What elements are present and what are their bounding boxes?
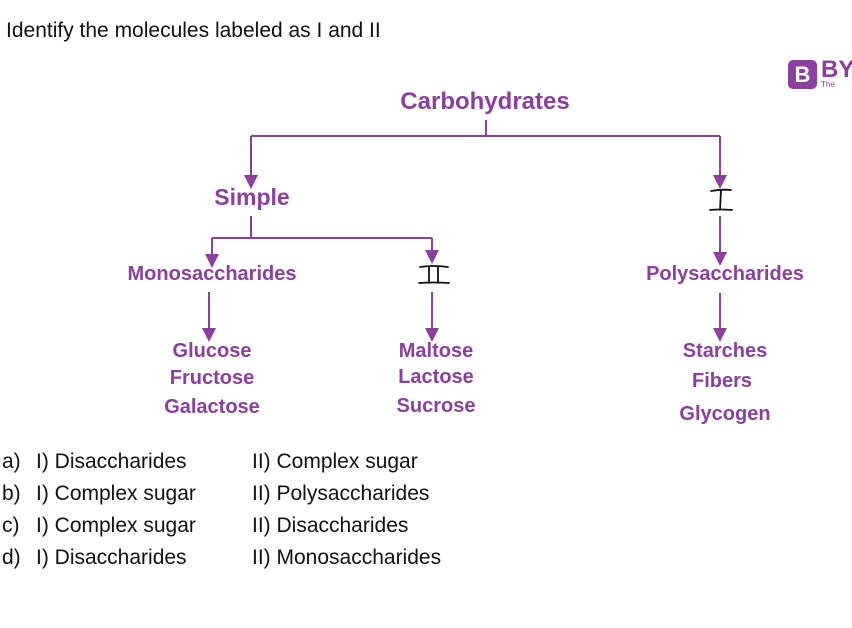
node-carbohydrates: Carbohydrates	[400, 88, 570, 115]
di-example: Maltose	[398, 340, 474, 362]
option-answer-two: II) Monosaccharides	[252, 546, 442, 569]
option-answer-two: II) Complex sugar	[252, 450, 418, 473]
option-letter: c)	[2, 514, 20, 537]
mono-example: Glucose	[172, 340, 252, 362]
node-polysaccharides: Polysaccharides	[646, 263, 804, 285]
question-text: Identify the molecules labeled as I and …	[6, 19, 381, 42]
poly-example: Fibers	[691, 370, 753, 392]
label-two-handwritten: II	[417, 263, 451, 287]
logo-tagline: The	[821, 80, 835, 89]
di-example: Lactose	[398, 366, 474, 388]
logo-b-icon: B	[788, 60, 817, 89]
di-example: Sucrose	[396, 395, 476, 417]
label-one-mark	[709, 188, 733, 211]
label-two-mark	[418, 265, 450, 284]
node-monosaccharides: Monosaccharides	[127, 263, 297, 285]
option-answer-one: I) Complex sugar	[36, 514, 196, 537]
byjus-logo: B BY The	[787, 59, 852, 93]
option-answer-one: I) Complex sugar	[36, 482, 196, 505]
label-one-handwritten: I	[708, 186, 734, 214]
logo-text: BY	[821, 59, 852, 83]
mono-example: Fructose	[169, 367, 255, 389]
poly-example: Glycogen	[679, 403, 771, 425]
poly-example: Starches	[682, 340, 768, 362]
option-letter: d)	[2, 546, 21, 569]
option-letter: a)	[2, 450, 21, 473]
option-letter: b)	[2, 482, 21, 505]
option-answer-one: I) Disaccharides	[36, 450, 187, 473]
option-answer-two: II) Polysaccharides	[252, 482, 430, 505]
node-simple: Simple	[214, 184, 290, 210]
option-answer-two: II) Disaccharides	[252, 514, 409, 537]
mono-example: Galactose	[164, 396, 260, 418]
option-answer-one: I) Disaccharides	[36, 546, 187, 569]
